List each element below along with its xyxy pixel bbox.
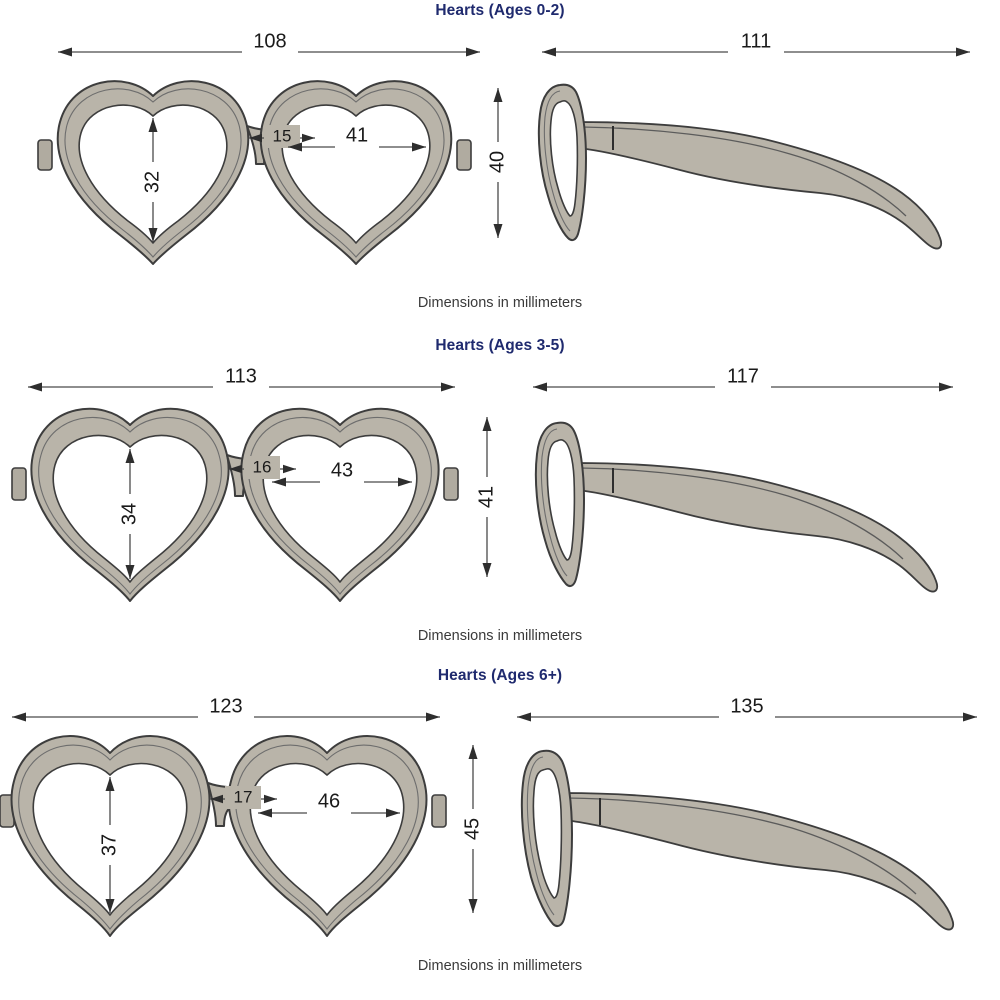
hinge-tab-right — [456, 139, 472, 171]
temple-arm — [562, 792, 955, 931]
dimension-temple-length: 111 — [542, 30, 970, 62]
panel-caption: Dimensions in millimeters — [417, 628, 583, 644]
side-view: 135 — [495, 695, 995, 957]
panel-title: Hearts (Ages 3-5) — [435, 337, 565, 354]
dim-temple-length-label: 111 — [741, 30, 771, 52]
temple-arm — [577, 121, 943, 250]
dimension-total-width: 108 — [58, 30, 480, 62]
dim-bridge-width-label: 17 — [234, 787, 253, 806]
dim-total-width-label: 113 — [225, 365, 257, 387]
dimension-lens-width: 46 — [258, 790, 400, 823]
panel-title: Hearts (Ages 6+) — [437, 667, 563, 684]
dim-temple-length-label: 117 — [727, 365, 759, 387]
dimension-lens-width: 43 — [272, 459, 412, 492]
dim-bridge-width-label: 15 — [273, 126, 292, 145]
front-view: 123 — [0, 695, 502, 957]
dim-total-width-label: 108 — [253, 30, 286, 52]
dim-frame-height-label: 45 — [461, 818, 483, 840]
dimension-temple-length: 135 — [517, 695, 977, 727]
lens-right — [227, 735, 428, 937]
side-rim — [534, 421, 585, 588]
panel-caption: Dimensions in millimeters — [417, 295, 583, 311]
dim-temple-length-label: 135 — [730, 695, 763, 717]
panel-ages-0-2: Hearts (Ages 0-2) 108 — [0, 0, 1000, 335]
dimension-bridge-width: 16 — [229, 456, 296, 479]
side-view: 111 — [520, 30, 990, 295]
front-view: 113 — [0, 365, 510, 627]
dimension-lens-height: 32 — [141, 118, 165, 242]
dim-frame-height-label: 40 — [486, 151, 508, 173]
dim-total-width-label: 123 — [209, 695, 242, 717]
dim-frame-height-label: 41 — [475, 486, 497, 508]
panel-title: Hearts (Ages 0-2) — [435, 2, 565, 19]
panel-ages-3-5: Hearts (Ages 3-5) 113 — [0, 335, 1000, 665]
dimension-lens-height: 34 — [118, 449, 142, 579]
side-rim — [537, 83, 587, 242]
dimension-bridge-width: 15 — [249, 125, 315, 148]
panel-caption: Dimensions in millimeters — [417, 958, 583, 974]
dimension-frame-height: 41 — [475, 417, 499, 577]
front-view: 108 — [20, 30, 520, 295]
dim-lens-height-label: 34 — [118, 503, 140, 525]
side-rim — [520, 749, 573, 928]
dim-lens-height-label: 32 — [141, 171, 163, 193]
side-view: 117 — [505, 365, 995, 627]
temple-arm — [576, 462, 939, 593]
dim-lens-height-label: 37 — [98, 834, 120, 856]
dim-lens-width-label: 46 — [318, 790, 340, 812]
hinge-tab-right — [431, 794, 447, 828]
dimension-total-width: 113 — [28, 365, 455, 397]
dimension-bridge-width: 17 — [210, 786, 277, 809]
hinge-tab-right — [443, 467, 459, 501]
dimension-lens-height: 37 — [98, 777, 122, 913]
dimension-frame-height: 40 — [486, 88, 510, 238]
dimension-lens-width: 41 — [288, 124, 426, 157]
lens-right — [240, 407, 440, 602]
dim-lens-width-label: 41 — [346, 124, 368, 146]
lens-right — [259, 80, 453, 265]
hinge-tab-left — [11, 467, 27, 501]
panel-ages-6-plus: Hearts (Ages 6+) 123 — [0, 665, 1000, 995]
dimension-total-width: 123 — [12, 695, 440, 727]
dim-bridge-width-label: 16 — [253, 457, 272, 476]
dimension-frame-height: 45 — [461, 745, 485, 913]
hinge-tab-left — [37, 139, 53, 171]
dimension-temple-length: 117 — [533, 365, 953, 397]
dim-lens-width-label: 43 — [331, 459, 353, 481]
